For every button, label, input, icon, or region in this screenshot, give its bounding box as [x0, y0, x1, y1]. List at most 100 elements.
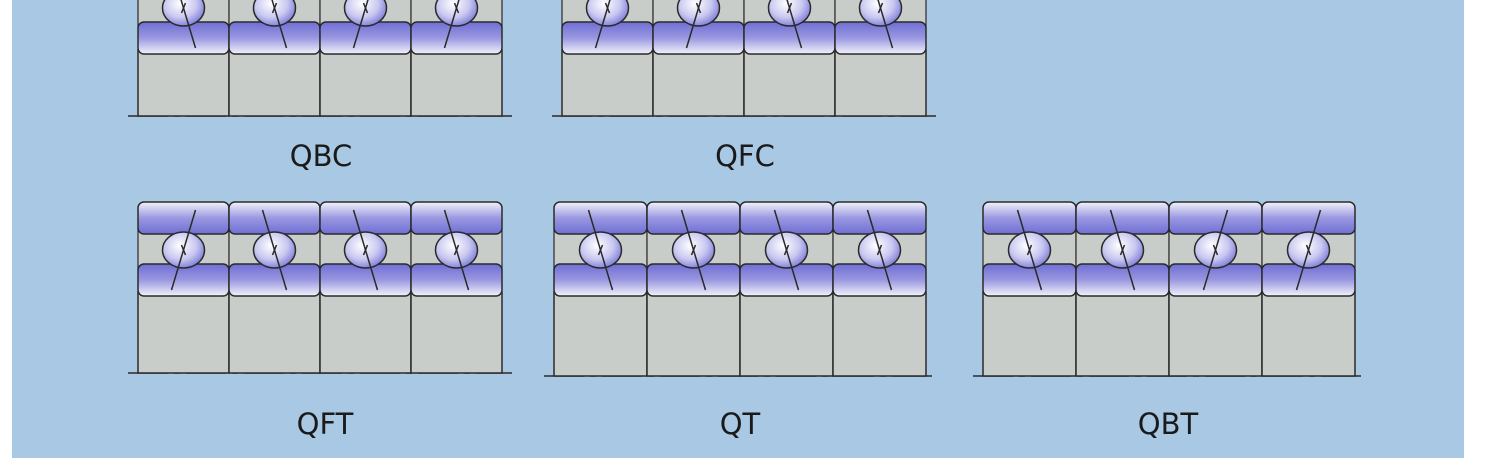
inner-ring — [319, 263, 412, 297]
inner-ring — [743, 21, 836, 55]
bearing-qbc-3 — [319, 0, 412, 117]
inner-ring — [410, 21, 503, 55]
bearing-group-qfc — [552, 0, 936, 117]
inner-ring — [834, 21, 927, 55]
inner-ring — [561, 21, 654, 55]
ball-contact-mark — [690, 244, 697, 256]
ball — [434, 0, 479, 27]
inner-ring — [553, 263, 648, 297]
ball-contact-mark — [362, 2, 369, 14]
bearing-body — [1168, 291, 1263, 377]
outer-ring — [982, 201, 1077, 235]
bearing-group-qt — [544, 201, 936, 377]
ball-contact-mark — [180, 2, 187, 14]
inner-ring — [410, 263, 503, 297]
inner-ring — [1168, 263, 1263, 297]
bearing-body — [319, 291, 412, 374]
bearing-qt-3 — [739, 201, 834, 377]
bearing-body — [228, 49, 321, 117]
inner-ring — [319, 21, 412, 55]
outer-ring — [832, 201, 927, 235]
ball-contact-mark — [271, 244, 278, 256]
bearing-body — [832, 291, 927, 377]
bearing-qfc-4 — [834, 0, 927, 117]
ball-contact-mark — [362, 244, 369, 256]
outer-ring — [646, 201, 741, 235]
ball-contact-mark — [877, 2, 884, 14]
ball-contact-mark — [597, 244, 604, 256]
bearing-group-qbt — [973, 201, 1365, 377]
bearing-qbc-1 — [137, 0, 230, 117]
ball — [767, 0, 812, 27]
ball-contact-mark — [180, 244, 187, 256]
arrangement-label-qfc: QFC — [715, 139, 775, 173]
bearing-body — [561, 49, 654, 117]
inner-ring — [228, 263, 321, 297]
bearing-body — [834, 49, 927, 117]
bearing-qt-1 — [553, 201, 648, 377]
outer-ring — [137, 201, 230, 235]
ball-contact-mark — [1026, 244, 1033, 256]
outer-ring — [1261, 201, 1356, 235]
bearing-body — [228, 291, 321, 374]
arrangement-label-qft: QFT — [297, 407, 354, 441]
bearing-qbt-4 — [1261, 201, 1356, 377]
bearing-qft-3 — [319, 201, 412, 374]
bearing-body — [1075, 291, 1170, 377]
outer-ring — [228, 201, 321, 235]
inner-ring — [228, 21, 321, 55]
bearing-body — [553, 291, 648, 377]
ball-contact-mark — [695, 2, 702, 14]
bearing-body — [410, 49, 503, 117]
outer-ring — [739, 201, 834, 235]
arrangement-label-qbc: QBC — [290, 139, 352, 173]
bearing-body — [739, 291, 834, 377]
outer-ring — [553, 201, 648, 235]
inner-ring — [646, 263, 741, 297]
bearing-body — [319, 49, 412, 117]
ball — [252, 0, 297, 27]
bearing-qft-2 — [228, 201, 321, 374]
outer-ring — [1075, 201, 1170, 235]
ball-contact-mark — [1212, 244, 1219, 256]
ball-contact-mark — [1119, 244, 1126, 256]
ball-contact-mark — [271, 2, 278, 14]
ball — [161, 0, 206, 27]
ball-contact-mark — [453, 2, 460, 14]
bearing-qft-1 — [137, 201, 230, 374]
ball-contact-mark — [876, 244, 883, 256]
inner-ring — [652, 21, 745, 55]
ball-contact-mark — [783, 244, 790, 256]
bearing-body — [410, 291, 503, 374]
bearing-body — [137, 291, 230, 374]
bearing-body — [743, 49, 836, 117]
ball-contact-mark — [453, 244, 460, 256]
bearing-body — [982, 291, 1077, 377]
inner-ring — [832, 263, 927, 297]
ball — [343, 0, 388, 27]
bearing-qbt-2 — [1075, 201, 1170, 377]
ball — [585, 0, 630, 27]
ball-contact-mark — [1305, 244, 1312, 256]
ball-contact-mark — [604, 2, 611, 14]
inner-ring — [739, 263, 834, 297]
outer-ring — [319, 201, 412, 235]
arrangement-label-qt: QT — [720, 407, 761, 441]
bearing-qt-2 — [646, 201, 741, 377]
bearing-qt-4 — [832, 201, 927, 377]
bearing-qfc-3 — [743, 0, 836, 117]
inner-ring — [137, 21, 230, 55]
inner-ring — [1261, 263, 1356, 297]
ball — [858, 0, 903, 27]
arrangement-label-qbt: QBT — [1138, 407, 1199, 441]
bearing-qbc-2 — [228, 0, 321, 117]
outer-ring — [410, 201, 503, 235]
bearing-qfc-2 — [652, 0, 745, 117]
bearing-body — [652, 49, 745, 117]
bearing-group-qbc — [128, 0, 512, 117]
bearing-body — [646, 291, 741, 377]
bearing-qbt-1 — [982, 201, 1077, 377]
ball — [676, 0, 721, 27]
bearing-body — [137, 49, 230, 117]
